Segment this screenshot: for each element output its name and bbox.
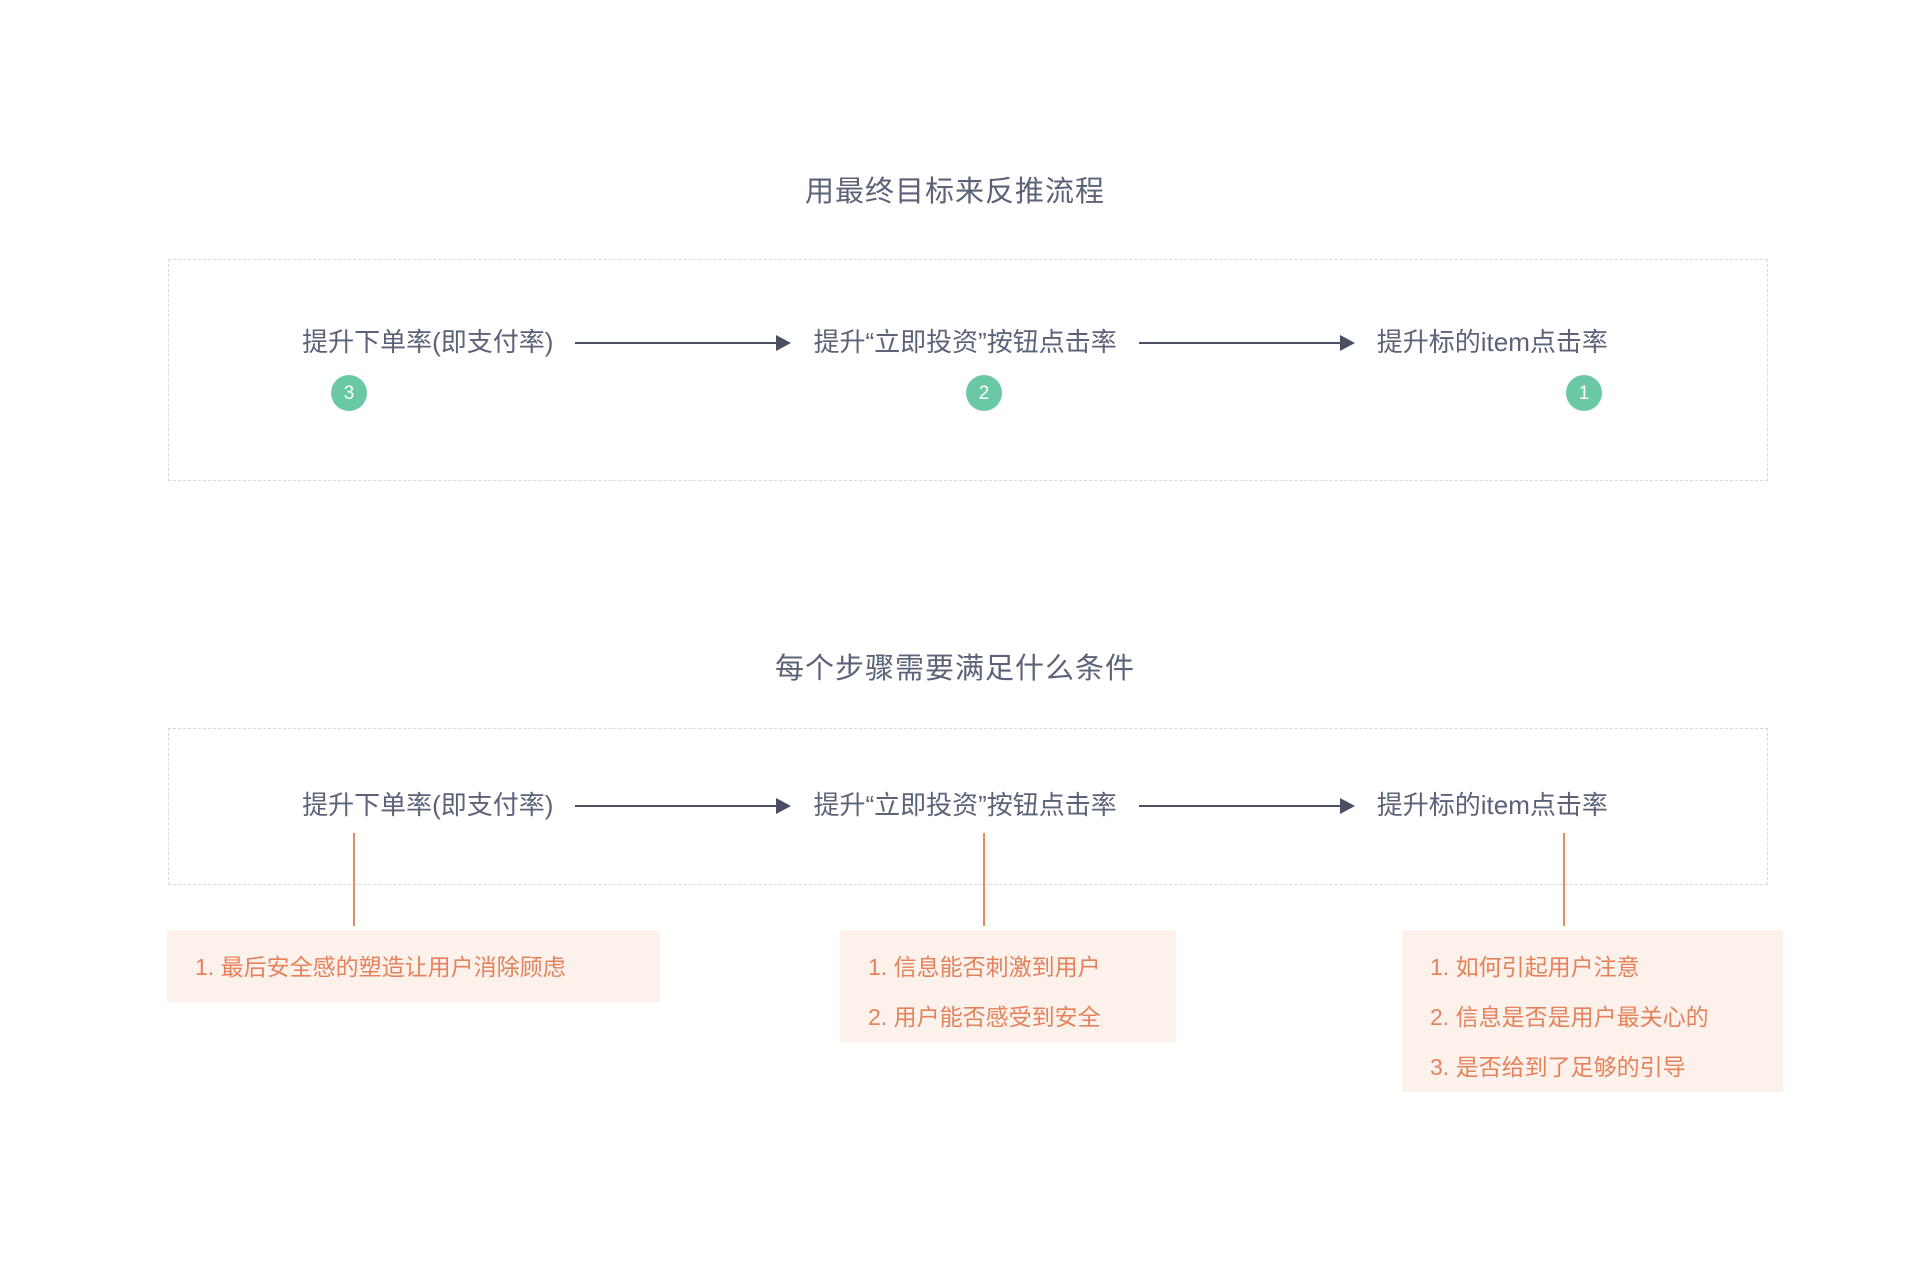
flow-container-secondary	[168, 728, 1768, 885]
flow-node-item-ctr[interactable]: 提升标的item点击率	[1376, 327, 1608, 357]
condition-item: 2. 信息是否是用户最关心的	[1430, 1004, 1709, 1030]
flow-node-invest-button-ctr-2[interactable]: 提升“立即投资”按钮点击率	[813, 790, 1117, 820]
arrow-connector-4	[1138, 793, 1355, 819]
flow-node-invest-button-ctr[interactable]: 提升“立即投资”按钮点击率	[813, 327, 1117, 357]
step-badge-3: 3	[331, 375, 367, 411]
condition-item: 1. 如何引起用户注意	[1430, 954, 1640, 980]
leader-line-2	[983, 833, 985, 926]
arrow-connector-3	[575, 793, 792, 819]
flow-row-primary: 提升下单率(即支付率) 提升“立即投资”按钮点击率 提升标的item点击率	[0, 327, 1910, 358]
section-title-step-conditions: 每个步骤需要满足什么条件	[774, 653, 1135, 685]
arrow-connector-2	[1138, 330, 1355, 356]
arrow-head-icon	[1339, 797, 1355, 814]
flow-row-secondary: 提升下单率(即支付率) 提升“立即投资”按钮点击率 提升标的item点击率	[0, 790, 1910, 821]
arrow-line	[575, 804, 779, 807]
arrow-line	[1138, 341, 1342, 344]
flow-container-primary	[168, 259, 1768, 481]
condition-item: 2. 用户能否感受到安全	[868, 1004, 1101, 1030]
arrow-line	[575, 341, 779, 344]
step-badge-1: 1	[1566, 375, 1602, 411]
condition-item: 1. 信息能否刺激到用户	[868, 954, 1101, 980]
step-badge-2: 2	[966, 375, 1002, 411]
condition-item: 3. 是否给到了足够的引导	[1430, 1054, 1686, 1080]
condition-note-1: 1. 最后安全感的塑造让用户消除顾虑	[167, 930, 660, 1002]
arrow-head-icon	[1339, 334, 1355, 351]
arrow-head-icon	[776, 334, 792, 351]
flow-node-payment-rate-2[interactable]: 提升下单率(即支付率)	[302, 790, 554, 820]
leader-line-1	[353, 833, 355, 926]
flow-node-payment-rate[interactable]: 提升下单率(即支付率)	[302, 327, 554, 357]
section-title-goal-backtrack: 用最终目标来反推流程	[804, 176, 1105, 208]
condition-item: 1. 最后安全感的塑造让用户消除顾虑	[195, 954, 566, 980]
flow-node-item-ctr-2[interactable]: 提升标的item点击率	[1376, 790, 1608, 820]
condition-note-2: 1. 信息能否刺激到用户 2. 用户能否感受到安全	[840, 930, 1176, 1042]
arrow-connector-1	[575, 330, 792, 356]
arrow-line	[1138, 804, 1342, 807]
condition-note-3: 1. 如何引起用户注意 2. 信息是否是用户最关心的 3. 是否给到了足够的引导	[1402, 930, 1783, 1092]
arrow-head-icon	[776, 797, 792, 814]
leader-line-3	[1563, 833, 1565, 926]
